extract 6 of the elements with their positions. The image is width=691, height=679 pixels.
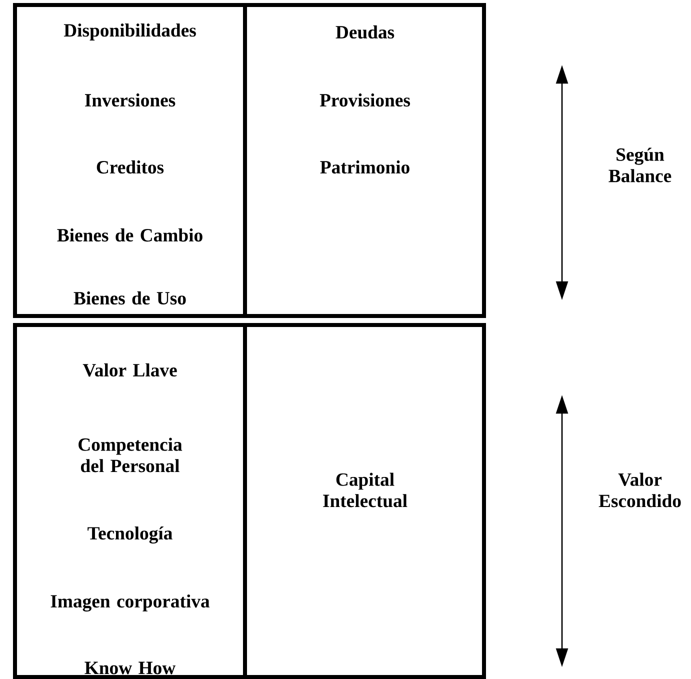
table-column: Capital Intelectual: [243, 323, 486, 679]
table-column: Disponibilidades Inversiones Creditos Bienes de Cambio Bienes de Uso: [13, 3, 247, 318]
side-label: Valor Escondido: [598, 472, 681, 508]
table-column: Deudas Provisiones Patrimonio: [243, 3, 486, 318]
side-label: Según Balance: [608, 148, 672, 182]
table-column: Valor Llave Competencia del Personal Tecnología Imagen corporativa Know How: [13, 323, 247, 679]
